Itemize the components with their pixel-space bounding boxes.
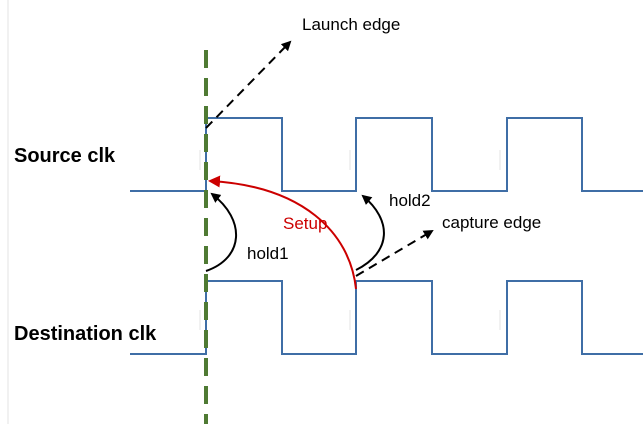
setup-arrow [208, 175, 357, 290]
hold2-label: hold2 [389, 191, 431, 210]
launch-edge-arrow [205, 40, 292, 129]
setup-label: Setup [283, 214, 327, 233]
source-clock-waveform [130, 117, 643, 192]
background-guides [7, 0, 501, 424]
hold1-arrow [205, 192, 237, 272]
destination-clk-label: Destination clk [14, 323, 157, 345]
capture-edge-label: capture edge [442, 213, 541, 232]
launch-edge-label: Launch edge [302, 15, 400, 34]
hold2-arrow [355, 194, 385, 271]
hold1-label: hold1 [247, 244, 289, 263]
source-clk-label: Source clk [14, 145, 116, 167]
destination-clock-waveform [130, 280, 643, 355]
capture-edge-arrow [355, 229, 434, 277]
